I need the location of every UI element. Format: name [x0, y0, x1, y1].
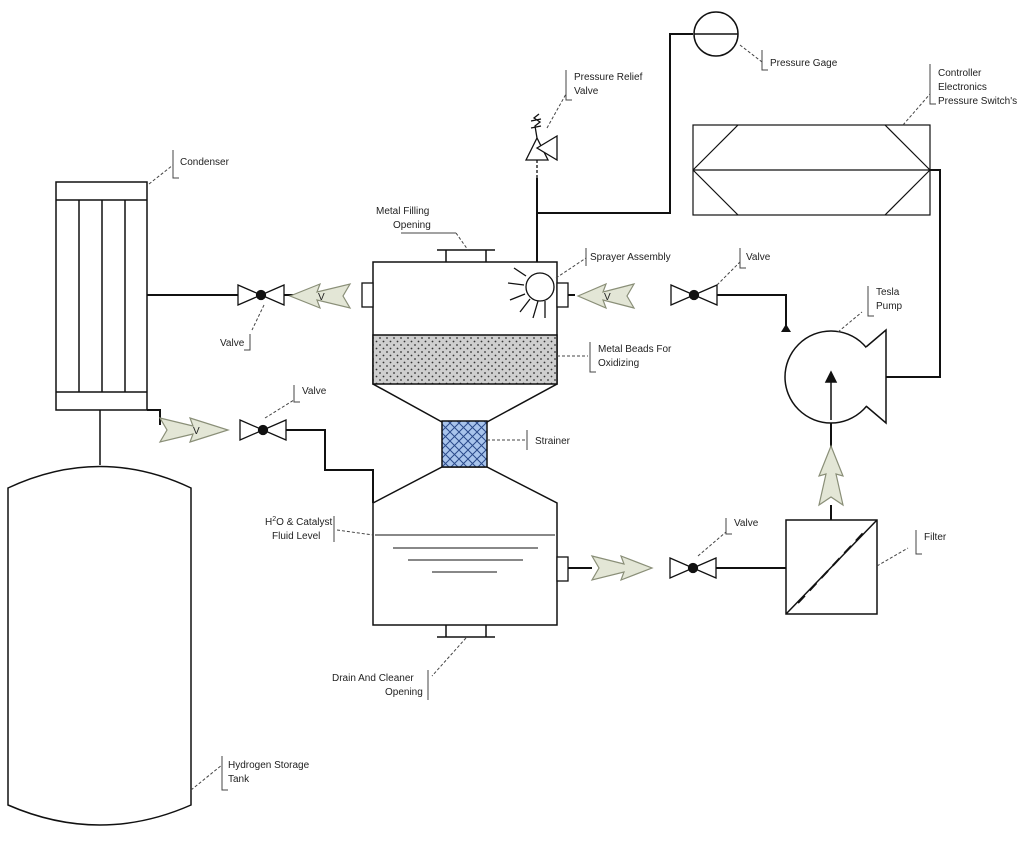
label-pressure-gage: Pressure Gage [770, 58, 838, 69]
pump-internal-arrow [824, 370, 838, 420]
pressure-relief-valve [524, 113, 558, 178]
drain-opening [437, 625, 495, 638]
flow-arrow-right-bottom [590, 554, 654, 582]
condenser [55, 181, 148, 411]
pump-inlet-arrowhead [781, 324, 791, 332]
label-strainer: Strainer [535, 436, 571, 447]
hydrogen-storage-tank [7, 465, 192, 826]
label-controller-3: Pressure Switch's [938, 96, 1017, 107]
label-h2o-h: H [265, 517, 272, 528]
label-drain-2: Opening [385, 687, 423, 698]
valve-left-mid [239, 419, 287, 441]
label-hydrogen-1: Hydrogen Storage [228, 760, 310, 771]
label-metal-beads-2: Oxidizing [598, 358, 639, 369]
tesla-pump [784, 328, 887, 425]
label-h2o-sub: 2 [272, 516, 276, 523]
flow-arrow-left-top [288, 282, 352, 310]
label-pressure-relief-2: Valve [574, 86, 599, 97]
metal-filling-opening [437, 249, 495, 262]
label-valve-left-top: Valve [220, 338, 245, 349]
piping [147, 33, 941, 569]
fluid-level-lines [375, 534, 555, 573]
label-drain-1: Drain And Cleaner [332, 673, 414, 684]
strainer-mesh [441, 420, 488, 468]
label-valve-right-bottom: Valve [734, 518, 759, 529]
label-tesla-1: Tesla [876, 287, 900, 298]
valve-left-top [237, 284, 285, 306]
label-h2o-catalyst-2: Fluid Level [272, 531, 320, 542]
label-sprayer-assembly: Sprayer Assembly [590, 252, 671, 263]
label-metal-beads-1: Metal Beads For [598, 344, 672, 355]
label-pressure-relief-1: Pressure Relief [574, 72, 643, 83]
metal-beads-bed [372, 334, 558, 385]
label-metal-filling-1: Metal Filling [376, 206, 429, 217]
flow-arrow-left-mid [158, 417, 230, 443]
flow-arrow-left-top-mark: V [318, 292, 325, 303]
flow-arrow-right-top-mark: V [604, 292, 611, 303]
label-filter: Filter [924, 532, 947, 543]
label-h2o-catalyst-1: H2O & Catalyst [265, 516, 332, 528]
label-condenser: Condenser [180, 157, 230, 168]
valve-right-top [670, 284, 718, 306]
label-valve-right-top: Valve [746, 252, 771, 263]
label-valve-left-mid: Valve [302, 386, 327, 397]
flow-arrow-left-mid-mark: V [193, 426, 200, 437]
label-hydrogen-2: Tank [228, 774, 250, 785]
label-tesla-2: Pump [876, 301, 903, 312]
sprayer-assembly [507, 267, 555, 319]
label-controller-2: Electronics [938, 82, 987, 93]
flow-arrow-right-top [576, 282, 636, 310]
label-controller-1: Controller [938, 68, 982, 79]
callout-leaders [148, 44, 936, 791]
valve-right-bottom [669, 557, 717, 579]
flow-arrow-vertical [817, 444, 845, 507]
label-metal-filling-2: Opening [393, 220, 431, 231]
label-h2o-rest: O & Catalyst [276, 517, 332, 528]
pressure-gage [693, 11, 739, 57]
controller-electronics [692, 124, 931, 216]
